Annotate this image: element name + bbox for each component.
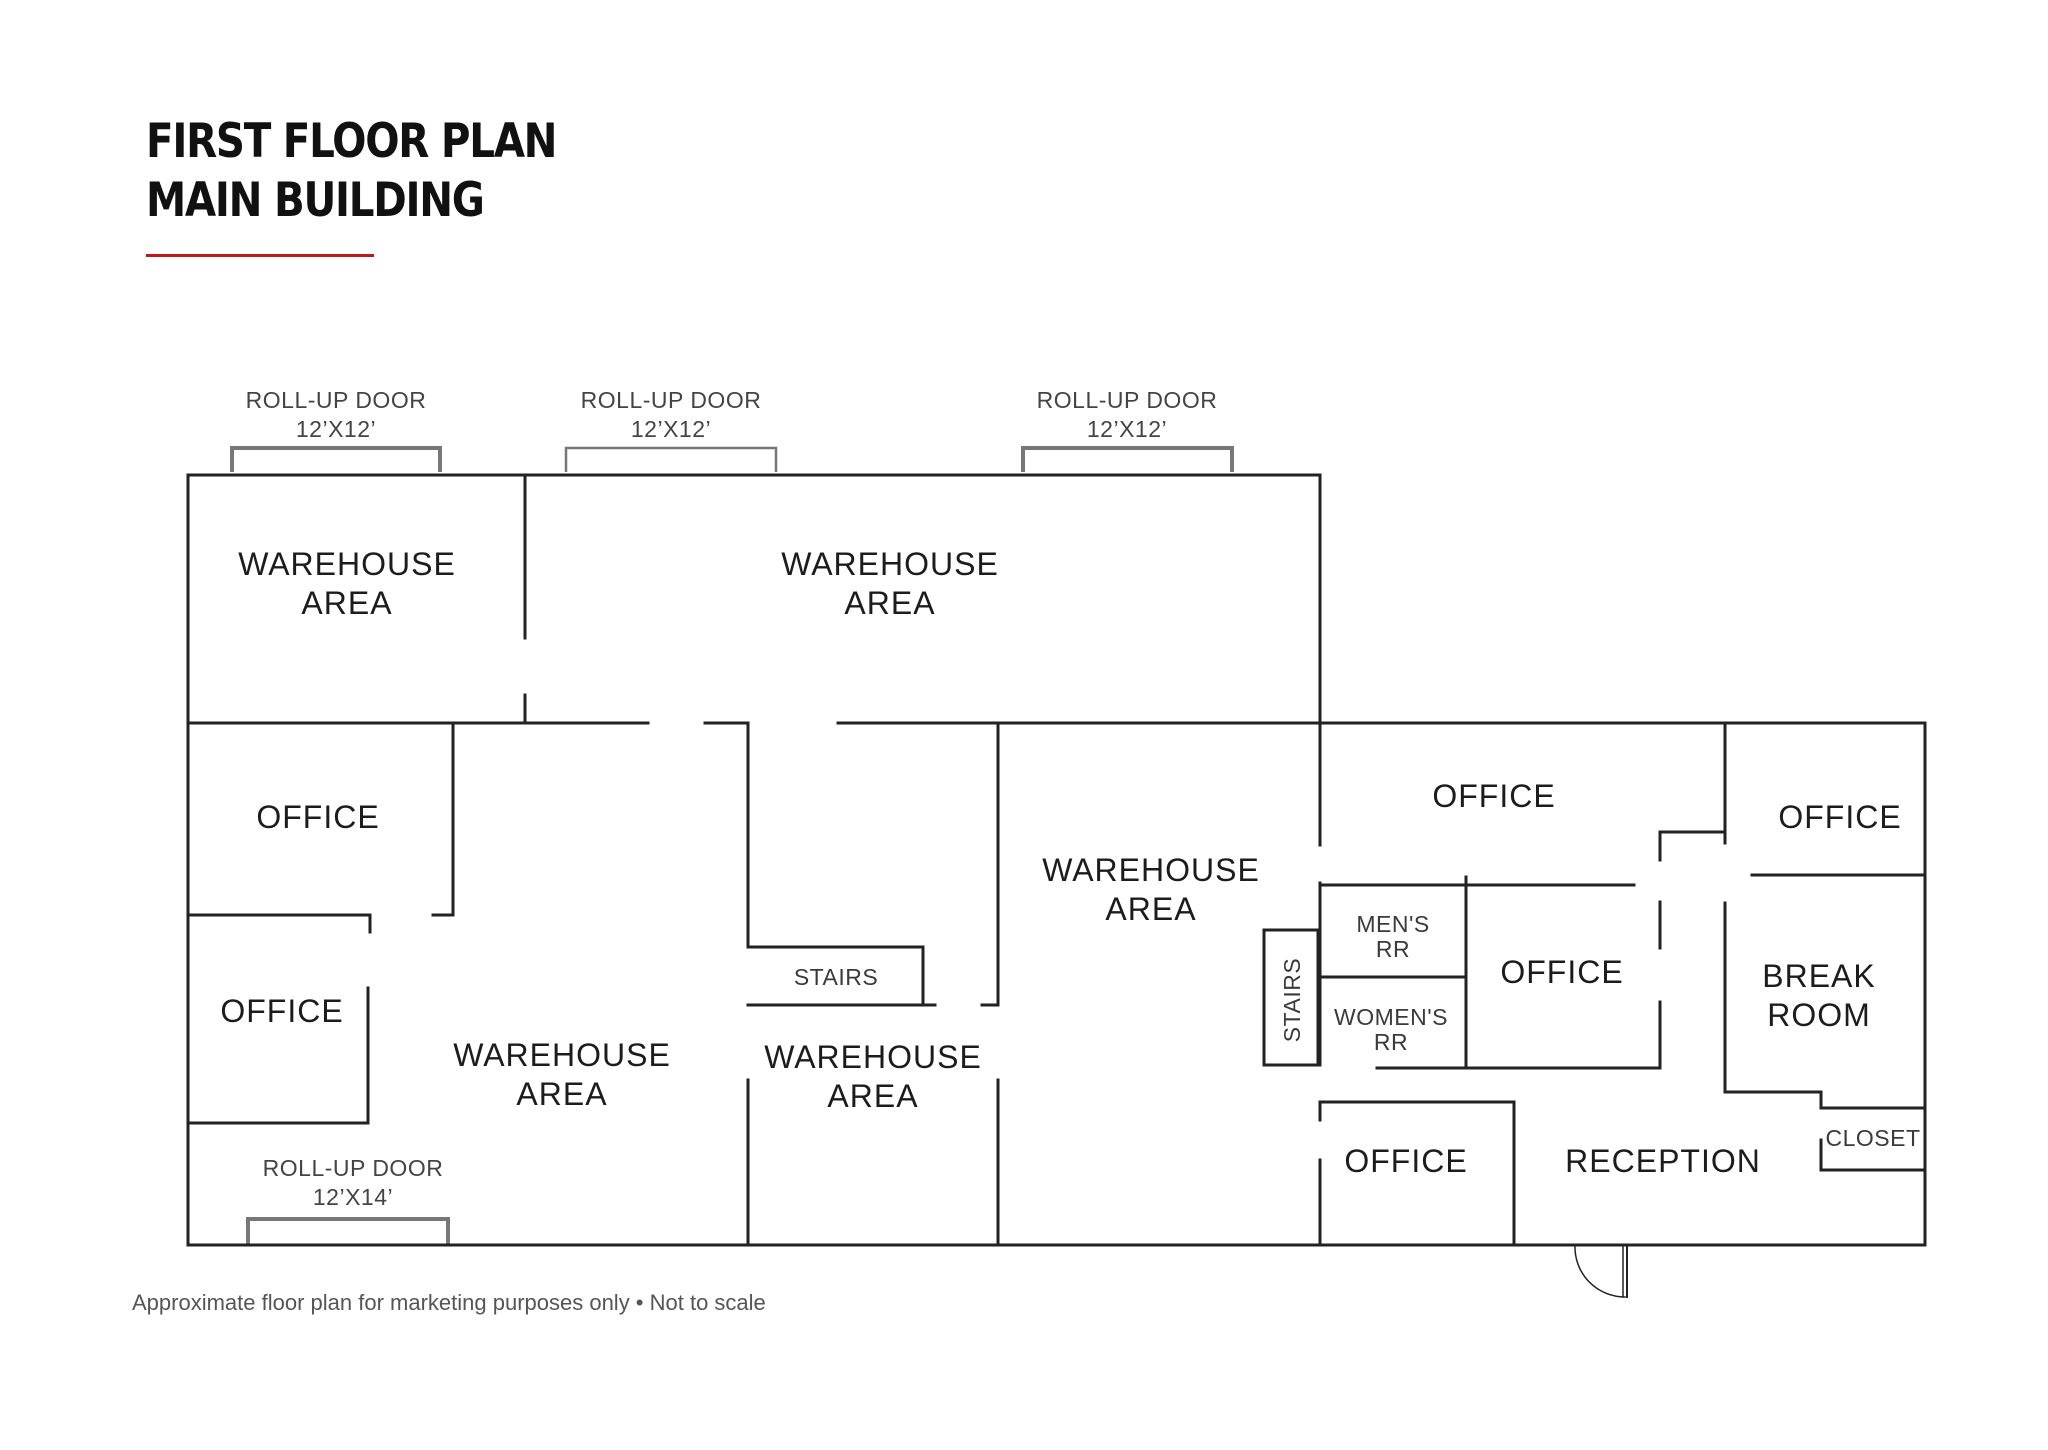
roll-up-door-3-size: 12’X12’: [1087, 416, 1167, 442]
warehouse-s-label-1: WAREHOUSE: [764, 1039, 982, 1075]
closet-label: CLOSET: [1825, 1125, 1920, 1151]
roll-up-door-1: ROLL-UP DOOR 12’X12’: [230, 387, 442, 472]
warehouse-sw-label-2: AREA: [516, 1076, 607, 1112]
warehouse-c-label-1: WAREHOUSE: [1042, 852, 1260, 888]
break-room-label-2: ROOM: [1767, 997, 1871, 1033]
roll-up-door-1-size: 12’X12’: [296, 416, 376, 442]
roll-up-door-2: ROLL-UP DOOR 12’X12’: [564, 387, 778, 472]
warehouse-nw-label-1: WAREHOUSE: [238, 546, 456, 582]
title-line-1: FIRST FLOOR PLAN: [146, 114, 558, 169]
page-title: FIRST FLOOR PLAN MAIN BUILDING: [146, 112, 558, 230]
office-c-label: OFFICE: [1500, 954, 1623, 990]
room-labels: WAREHOUSE AREA WAREHOUSE AREA OFFICE OFF…: [220, 546, 1920, 1179]
reception-label: RECEPTION: [1565, 1143, 1761, 1179]
roll-up-door-3-label: ROLL-UP DOOR: [1037, 387, 1218, 413]
roll-up-door-3: ROLL-UP DOOR 12’X12’: [1021, 387, 1234, 472]
title-line-2: MAIN BUILDING: [146, 173, 485, 228]
warehouse-n-label-2: AREA: [844, 585, 935, 621]
title-accent-rule: [146, 254, 374, 257]
warehouse-sw-label-1: WAREHOUSE: [453, 1037, 671, 1073]
warehouse-nw-label-2: AREA: [301, 585, 392, 621]
mens-rr-label-2: RR: [1376, 936, 1410, 962]
office-w1-label: OFFICE: [256, 799, 379, 835]
office-w2-label: OFFICE: [220, 993, 343, 1029]
mens-rr-label-1: MEN'S: [1356, 911, 1429, 937]
roll-up-door-1-label: ROLL-UP DOOR: [246, 387, 427, 413]
break-room-label-1: BREAK: [1762, 958, 1875, 994]
walls: [186, 473, 1927, 1298]
office-n-label: OFFICE: [1432, 778, 1555, 814]
roll-up-door-4-size: 12’X14’: [313, 1184, 393, 1210]
womens-rr-label-2: RR: [1374, 1029, 1408, 1055]
warehouse-c-label-2: AREA: [1105, 891, 1196, 927]
warehouse-n-label-1: WAREHOUSE: [781, 546, 999, 582]
roll-up-door-4: ROLL-UP DOOR 12’X14’: [246, 1155, 450, 1245]
stairs-2-label: STAIRS: [1279, 958, 1305, 1042]
womens-rr-label-1: WOMEN'S: [1334, 1004, 1448, 1030]
disclaimer-note: Approximate floor plan for marketing pur…: [132, 1290, 766, 1315]
stairs-1-label: STAIRS: [794, 964, 878, 990]
roll-up-door-2-size: 12’X12’: [631, 416, 711, 442]
warehouse-s-label-2: AREA: [827, 1078, 918, 1114]
roll-up-door-2-label: ROLL-UP DOOR: [581, 387, 762, 413]
office-s-label: OFFICE: [1344, 1143, 1467, 1179]
roll-up-door-4-label: ROLL-UP DOOR: [263, 1155, 444, 1181]
office-ne-label: OFFICE: [1778, 799, 1901, 835]
